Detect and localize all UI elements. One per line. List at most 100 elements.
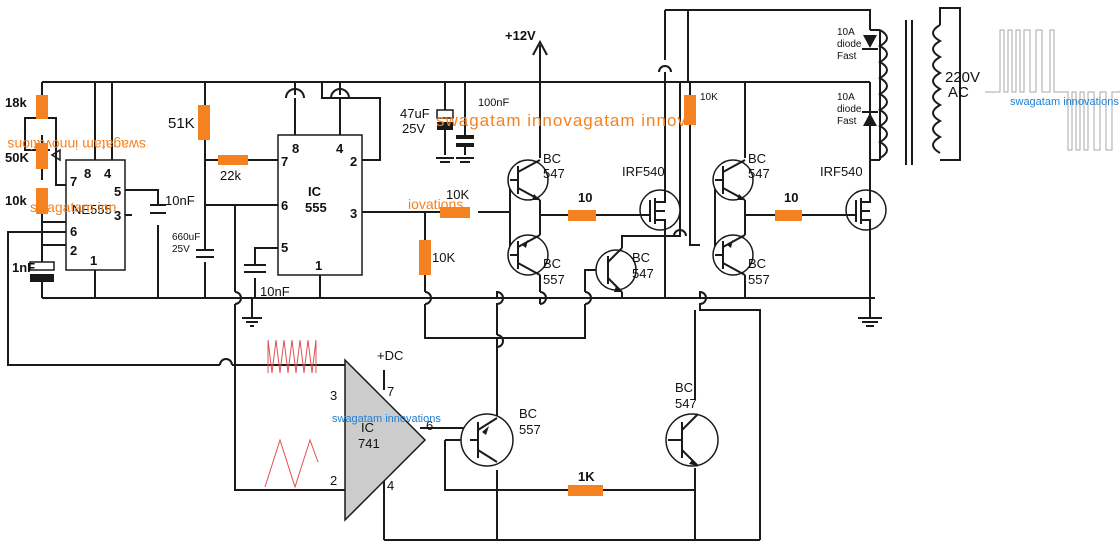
- wiper-arrow-icon: [50, 148, 61, 162]
- resistor-10k-vertical: [419, 240, 431, 275]
- ne555-pin1: 1: [90, 253, 97, 268]
- label-bc547-mid-2: 547: [632, 266, 654, 281]
- ic555-label-ic: IC: [308, 184, 322, 199]
- op-pin4: 4: [387, 478, 394, 493]
- dc-plus-label: +DC: [377, 348, 403, 363]
- ic555-label-555: 555: [305, 200, 327, 215]
- resistor-51k: [198, 105, 210, 140]
- label-10nf-a: 10nF: [165, 193, 195, 208]
- capacitor-660uf: [196, 249, 214, 258]
- capacitor-47uf-bottom: [437, 122, 453, 130]
- label-bc557-b-2: 557: [748, 272, 770, 287]
- mosfet-irf540-a: [639, 189, 681, 231]
- label-bc547-mid-1: BC: [632, 250, 650, 265]
- label-1nf: 1nF: [12, 260, 35, 275]
- resistor-10k-out: [440, 207, 470, 218]
- ne555-pin2: 2: [70, 243, 77, 258]
- ne555-pin6: 6: [70, 224, 77, 239]
- ne555-chip: [65, 159, 126, 271]
- ne555-label: NE555: [72, 202, 112, 217]
- diode-bottom-label-3: Fast: [837, 116, 857, 127]
- label-660uf-v: 25V: [172, 244, 190, 255]
- diode-top-label-3: Fast: [837, 51, 857, 62]
- label-51k: 51K: [168, 115, 195, 132]
- ne555-pin7: 7: [70, 174, 77, 189]
- watermark-middle: iovations: [408, 196, 463, 212]
- transformer: [877, 7, 961, 165]
- ne555-pin3: 3: [114, 208, 121, 223]
- label-18k: 18k: [5, 95, 27, 110]
- ne555-pin4: 4: [104, 166, 112, 181]
- supply-label: +12V: [505, 28, 536, 43]
- label-bc547-b-2: 547: [748, 166, 770, 181]
- resistor-10k-left: [36, 188, 48, 214]
- ic555-pin4: 4: [336, 141, 344, 156]
- transistor-bc547-c: [665, 413, 719, 467]
- label-22k: 22k: [220, 168, 241, 183]
- label-50k: 50K: [5, 150, 29, 165]
- label-bc547-c-1: BC: [675, 380, 693, 395]
- label-47uf-v: 25V: [402, 121, 425, 136]
- label-bc547-a-1: BC: [543, 151, 561, 166]
- transistor-bc557-b: [712, 234, 754, 276]
- diode-top-icon: [862, 35, 878, 50]
- diode-top-label-2: diode: [837, 39, 862, 50]
- watermark-right: swagatam innovations: [1010, 96, 1119, 108]
- ic555-pin2: 2: [350, 154, 357, 169]
- capacitor-100nf-bottom: [456, 143, 474, 147]
- label-10k-left: 10k: [5, 193, 27, 208]
- op-pin3: 3: [330, 388, 337, 403]
- label-bc547-c-2: 547: [675, 396, 697, 411]
- square-wave-icon: [267, 339, 317, 374]
- label-10k-vertical: 10K: [432, 250, 455, 265]
- wiring: [7, 9, 882, 541]
- op-pin6: 6: [426, 418, 433, 433]
- op-pin2: 2: [330, 473, 337, 488]
- transistor-bc557-c: [460, 413, 514, 467]
- transistor-bc547-mid: [595, 247, 637, 293]
- ic555-pin7: 7: [281, 154, 288, 169]
- transistor-bc547-b: [712, 159, 754, 201]
- resistor-10k-top: [684, 95, 696, 125]
- ic555-pin8: 8: [292, 141, 299, 156]
- capacitor-10nf-a: [150, 204, 166, 214]
- capacitor-100nf-top: [456, 135, 474, 139]
- op-pin7: 7: [387, 384, 394, 399]
- ne555-pin8: 8: [84, 166, 91, 181]
- label-irf540-b: IRF540: [820, 164, 863, 179]
- label-47uf: 47uF: [400, 106, 430, 121]
- resistor-10-a: [568, 210, 596, 221]
- ac-label: AC: [948, 84, 969, 101]
- label-100nf: 100nF: [478, 97, 509, 109]
- label-10-b: 10: [784, 190, 798, 205]
- label-bc557-c-2: 557: [519, 422, 541, 437]
- ic555-pin5: 5: [281, 240, 288, 255]
- op-label-741: 741: [358, 436, 380, 451]
- mosfet-irf540-b: [840, 189, 887, 231]
- output-waveform: [985, 29, 1120, 151]
- resistor-10-b: [775, 210, 802, 221]
- label-10k-out: 10K: [446, 187, 469, 202]
- resistor-22k: [218, 155, 248, 165]
- diode-bottom-label-1: 10A: [837, 92, 855, 103]
- label-bc557-b-1: BC: [748, 256, 766, 271]
- diode-bottom-icon: [862, 111, 878, 126]
- ac-voltage-label: 220V: [945, 69, 980, 86]
- watermark-opamp: swagatam innovations: [332, 413, 441, 425]
- label-bc557-a-1: BC: [543, 256, 561, 271]
- resistor-1k: [568, 485, 603, 496]
- label-irf540-a: IRF540: [622, 164, 665, 179]
- capacitor-1nf-bottom: [30, 274, 54, 282]
- capacitor-1nf-top: [29, 261, 55, 271]
- label-10-a: 10: [578, 190, 592, 205]
- resistor-18k: [36, 95, 48, 119]
- ic555-chip: [277, 134, 363, 276]
- transistor-bc547-a: [507, 159, 549, 201]
- label-1k: 1K: [578, 469, 595, 484]
- ne555-pin5: 5: [114, 184, 121, 199]
- op-label-ic: IC: [361, 420, 374, 435]
- label-bc547-b-1: BC: [748, 151, 766, 166]
- opamp-ic741: [344, 358, 427, 522]
- diode-bottom-label-2: diode: [837, 104, 862, 115]
